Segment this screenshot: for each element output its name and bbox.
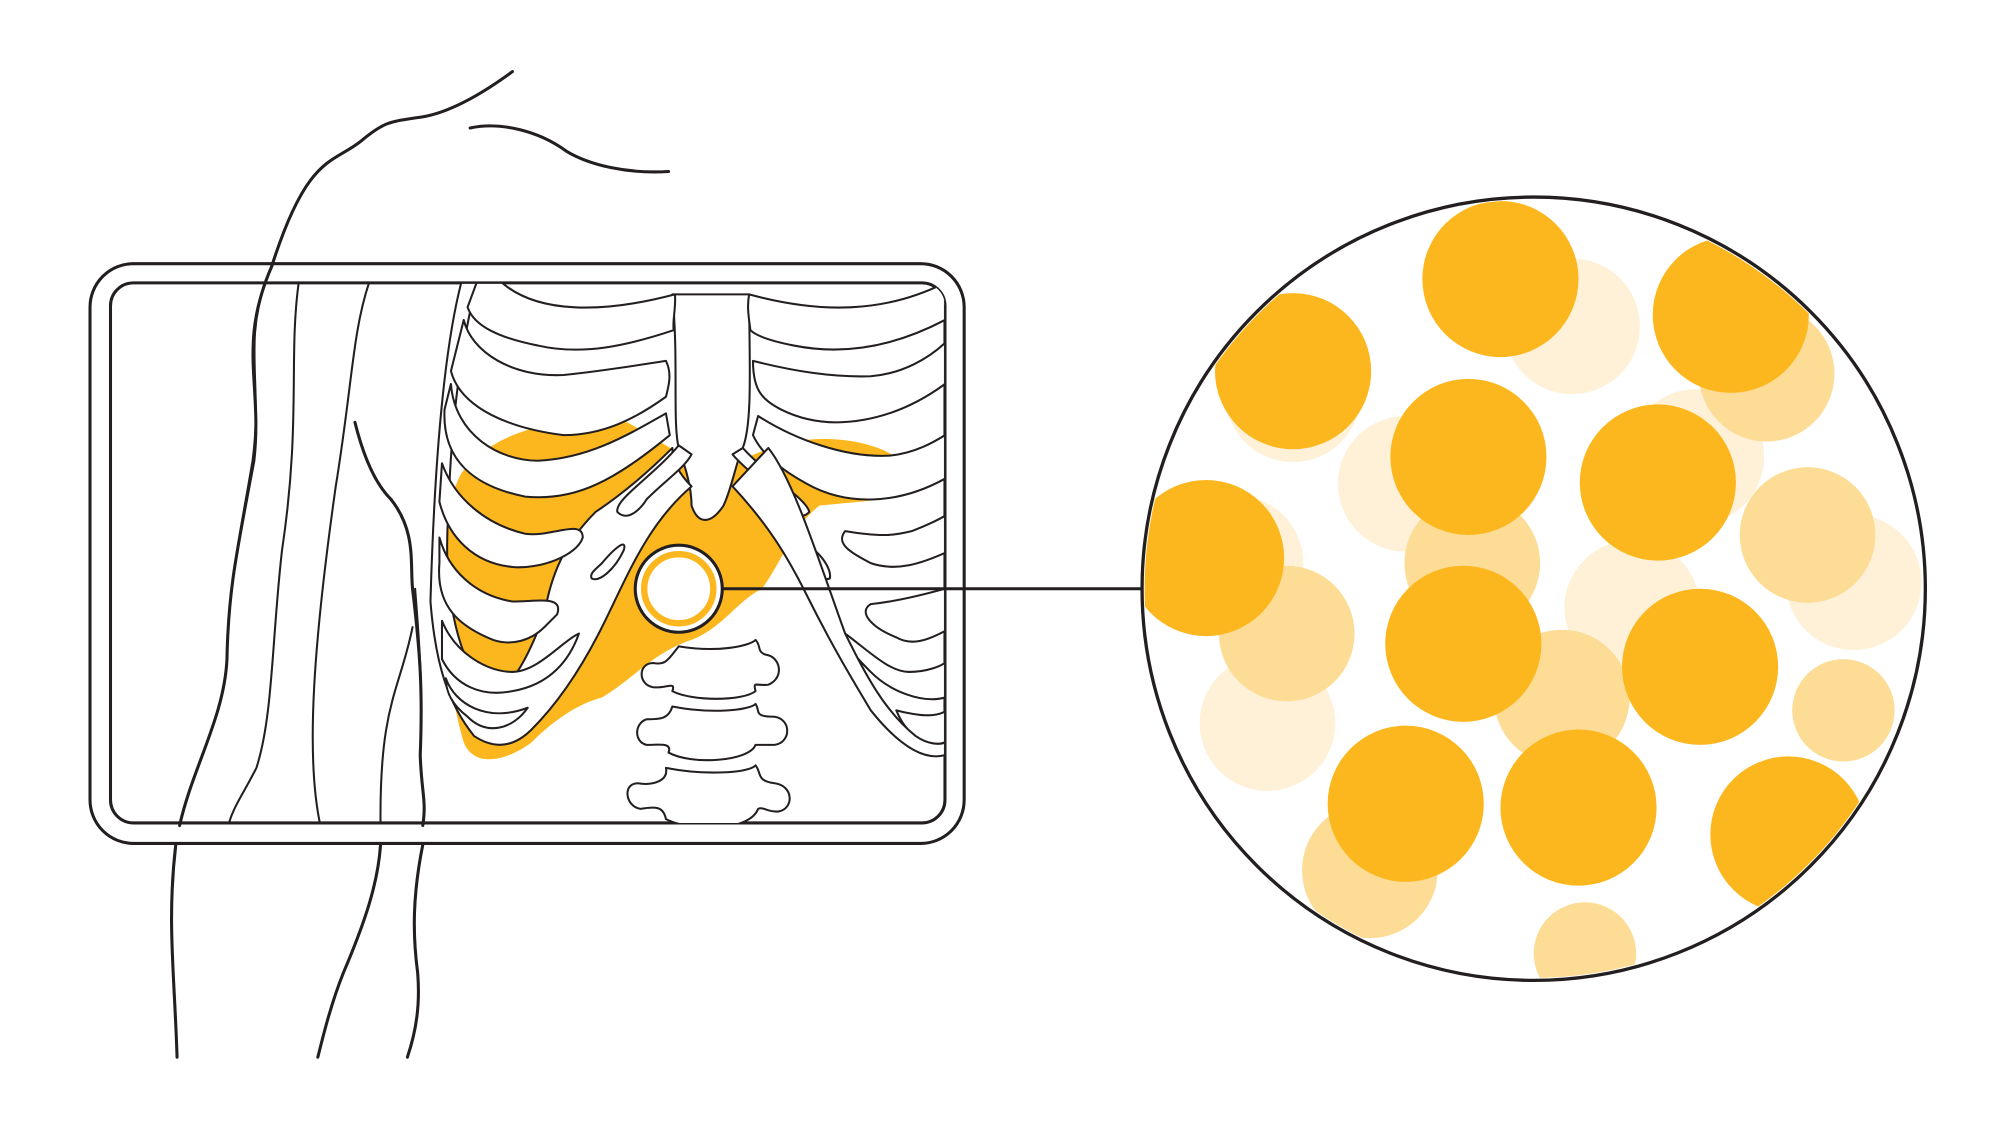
rib-cage (429, 282, 945, 823)
magnified-view (1140, 195, 1928, 983)
fat-cell (1579, 404, 1736, 561)
fat-cell (1652, 236, 1809, 393)
fat-cell (1500, 729, 1657, 886)
fat-cell-light (1792, 659, 1895, 762)
magnifier-lens-small (633, 543, 724, 634)
fat-cell (1144, 479, 1285, 637)
fat-cell (1390, 378, 1547, 535)
fat-cell (1385, 565, 1542, 722)
fat-cell-light (1739, 467, 1876, 603)
fat-cell (1327, 725, 1484, 882)
spine (626, 638, 791, 823)
fat-cell (1710, 756, 1867, 913)
sternum (671, 293, 751, 521)
fat-cell (1215, 293, 1372, 450)
fat-cell (1622, 588, 1779, 745)
fat-cell-light (1533, 902, 1637, 978)
fat-cell (1422, 200, 1579, 358)
